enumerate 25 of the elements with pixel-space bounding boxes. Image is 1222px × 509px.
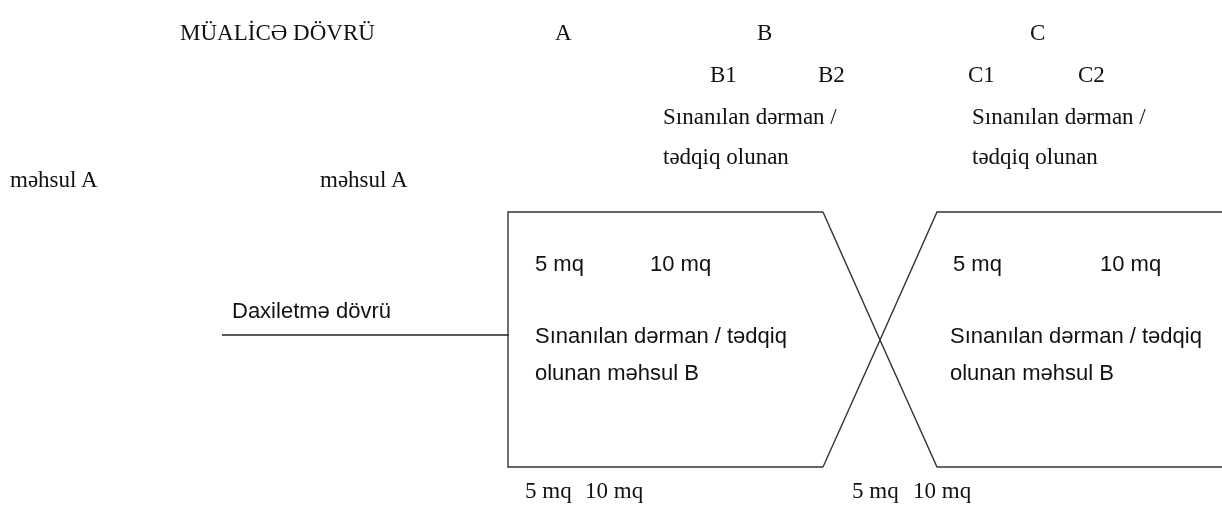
column-heading: B2 (818, 61, 845, 89)
column-heading: B (757, 19, 773, 47)
column-note: məhsul A (10, 166, 98, 194)
dose-label: 10 mq (650, 250, 712, 278)
column-note: məhsul A (320, 166, 408, 194)
column-heading: C1 (968, 61, 995, 89)
dose-label: 10 mq (585, 477, 644, 505)
dose-label: 5 mq (953, 250, 1002, 278)
column-heading: B1 (710, 61, 737, 89)
dose-label: 10 mq (1100, 250, 1162, 278)
treatment-text: Sınanılan dərman / tədqiq olunan məhsul B (950, 322, 1203, 387)
heading: MÜALİCƏ DÖVRÜ (180, 19, 375, 47)
column-note: Sınanılan dərman / tədqiq olunan (972, 103, 1147, 171)
column-note: Sınanılan dərman / tədqiq olunan (663, 103, 838, 171)
dose-label: 5 mq (535, 250, 584, 278)
dose-label: 10 mq (913, 477, 972, 505)
dose-label: 5 mq (525, 477, 572, 505)
dose-label: 5 mq (852, 477, 899, 505)
column-heading: A (555, 19, 572, 47)
treatment-period-shape (508, 212, 880, 467)
treatment-period-shape (880, 212, 1222, 467)
period-label: Daxiletmə dövrü (232, 297, 391, 325)
treatment-text: Sınanılan dərman / tədqiq olunan məhsul B (535, 322, 788, 387)
column-heading: C2 (1078, 61, 1105, 89)
column-heading: C (1030, 19, 1046, 47)
